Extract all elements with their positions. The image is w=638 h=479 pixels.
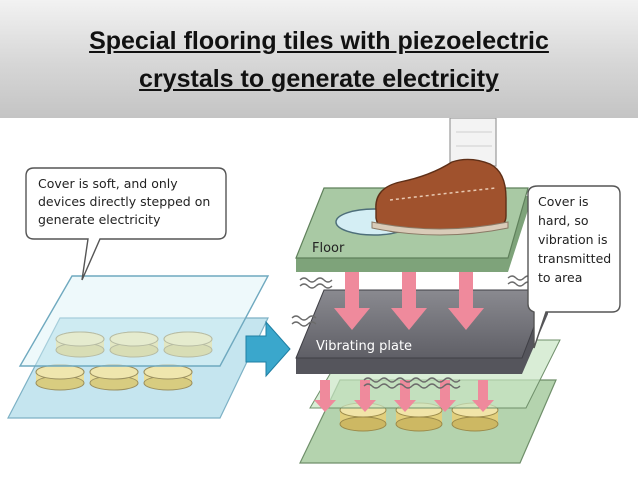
- flow-arrow-icon: [245, 320, 291, 378]
- piezo-crystal: [35, 364, 85, 391]
- right-callout-line-5: to area: [538, 270, 582, 285]
- vibration-arrow-icon: [354, 380, 376, 412]
- vibration-arrow-icon: [472, 380, 494, 412]
- slide-title: Special flooring tiles with piezoelectri…: [0, 22, 638, 98]
- vibration-arrow-icon: [394, 380, 416, 412]
- plate-label: Vibrating plate: [316, 339, 412, 354]
- floor-label: Floor: [312, 241, 345, 256]
- piezo-floor-diagram: Cover is soft, and only devices directly…: [7, 118, 621, 464]
- left-callout-line-3: generate electricity: [38, 212, 161, 227]
- piezo-crystal: [55, 331, 105, 358]
- vibration-wave-icon: [291, 275, 541, 389]
- left-callout: Cover is soft, and only devices directly…: [25, 167, 227, 281]
- soft-tile-cover: [18, 275, 270, 367]
- right-callout-line-2: hard, so: [538, 213, 589, 228]
- piezo-crystal: [143, 364, 193, 391]
- soft-tile-group: [7, 275, 270, 419]
- title-banner: Special flooring tiles with piezoelectri…: [0, 0, 638, 118]
- hard-tile-group: Vibrating plate: [291, 118, 561, 464]
- left-callout-line-1: Cover is soft, and only: [38, 176, 178, 191]
- vibration-arrow-icon: [391, 268, 427, 330]
- piezo-crystal: [163, 331, 213, 358]
- right-callout: Cover is hard, so vibration is transmitt…: [527, 185, 621, 349]
- vibration-arrow-icon: [434, 380, 456, 412]
- vibration-arrow-icon: [314, 380, 336, 412]
- vibration-arrow-icon: [448, 268, 484, 330]
- right-callout-line-3: vibration is: [538, 232, 608, 247]
- piezo-crystal: [109, 331, 159, 358]
- piezo-crystal: [89, 364, 139, 391]
- right-callout-line-4: transmitted: [538, 251, 611, 266]
- slide-title-line-1: Special flooring tiles with piezoelectri…: [89, 27, 549, 55]
- slide-title-line-2: crystals to generate electricity: [139, 65, 499, 93]
- shoe-icon: [371, 118, 509, 236]
- right-callout-line-1: Cover is: [538, 194, 589, 209]
- vibrating-plate: [295, 289, 549, 374]
- left-callout-line-2: devices directly stepped on: [38, 194, 210, 209]
- vibration-arrow-icon: [334, 268, 370, 330]
